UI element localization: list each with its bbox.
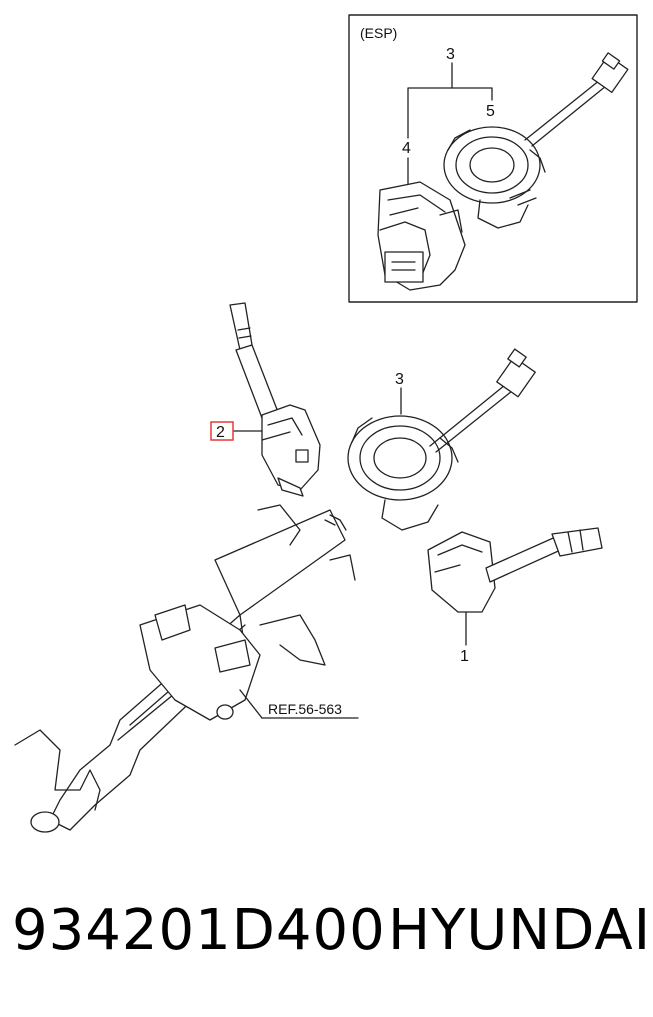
inset-callout-5: 5: [486, 103, 495, 120]
esp-title: (ESP): [360, 25, 397, 41]
callout-2-highlight: [210, 421, 234, 441]
callout-2: 2: [216, 424, 225, 441]
parts-diagram: (ESP) 3 5 4 3 2 1 REF.56-563: [14, 14, 638, 833]
callout-1: 1: [460, 648, 469, 665]
part-number: 934201D400: [12, 898, 386, 963]
inset-bracket: [407, 87, 493, 139]
inset-clock-spring: [443, 52, 629, 229]
steering-column: [14, 504, 359, 833]
inset-callout-4: 4: [402, 140, 411, 157]
inset-callout-3: 3: [446, 46, 455, 63]
inset-angle-sensor: [377, 181, 466, 291]
lighting-switch-part-2: [229, 302, 321, 497]
clock-spring-part-3: [347, 348, 536, 531]
ref-callout: REF.56-563: [268, 701, 342, 717]
wiper-switch-part-1: [427, 527, 603, 646]
callout-3: 3: [395, 371, 404, 388]
brand-name: HYUNDAI: [388, 898, 652, 963]
